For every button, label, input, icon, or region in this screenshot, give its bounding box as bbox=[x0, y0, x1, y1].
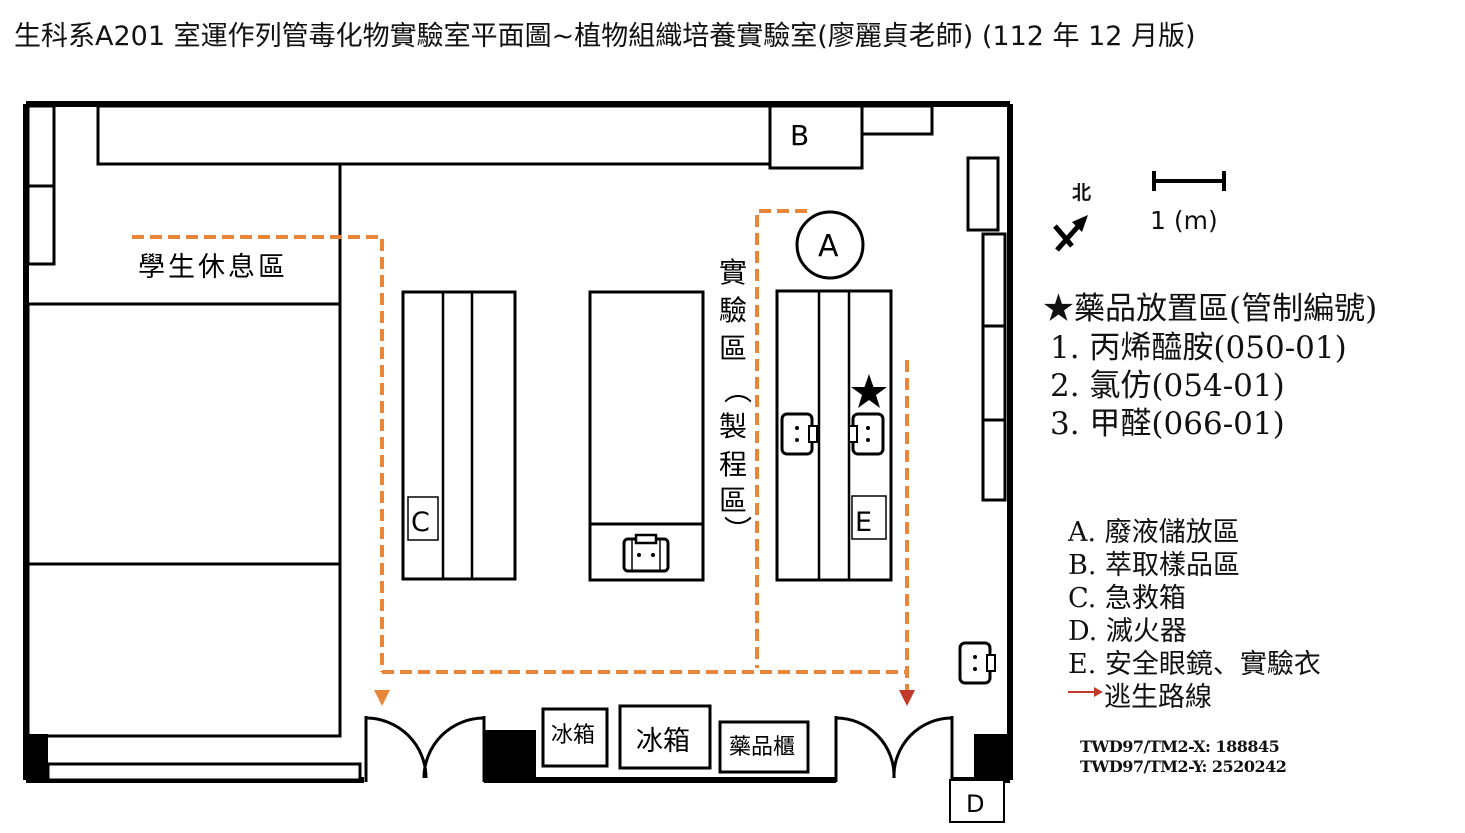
svg-text:製: 製 bbox=[719, 410, 747, 443]
right-shelf-top bbox=[966, 156, 1000, 232]
fridge-large-label: 冰箱 bbox=[636, 726, 690, 757]
chemical-cabinet-label: 藥品櫃 bbox=[729, 735, 795, 760]
coordinate-y: TWD97/TM2-Y: 2520242 bbox=[1080, 757, 1287, 776]
chemical-item: 1. 丙烯醯胺(050-01) bbox=[1050, 330, 1347, 366]
fridge-small bbox=[541, 707, 609, 768]
escape-legend-arrow bbox=[1068, 687, 1103, 697]
waste-storage-a bbox=[795, 210, 865, 280]
top-bench bbox=[96, 104, 772, 166]
chemical-legend-heading: ★藥品放置區(管制編號) bbox=[1043, 291, 1378, 327]
door-right bbox=[834, 716, 954, 782]
scale-label: 1 (m) bbox=[1150, 206, 1218, 235]
left-shelf-upper bbox=[26, 104, 56, 188]
escape-route bbox=[132, 209, 909, 690]
page-title: 生科系A201 室運作列管毒化物實驗室平面圖~植物組織培養實驗室(廖麗貞老師) … bbox=[14, 21, 1196, 52]
star-icon bbox=[851, 374, 887, 408]
north-label: 北 bbox=[1072, 182, 1092, 204]
marker-c: C bbox=[411, 507, 430, 538]
wall-block-mid bbox=[484, 730, 536, 780]
safety-gear-box bbox=[851, 495, 887, 540]
lounge-label: 學生休息區 bbox=[138, 252, 288, 283]
outlet-icon bbox=[780, 412, 818, 456]
outlet-icon bbox=[622, 533, 670, 573]
escape-arrow-left bbox=[374, 690, 390, 706]
key-item: E. 安全眼鏡、實驗衣 bbox=[1068, 649, 1321, 680]
key-item: C. 急救箱 bbox=[1068, 583, 1186, 614]
key-item: D. 滅火器 bbox=[1068, 616, 1187, 647]
right-shelf-long bbox=[981, 232, 1007, 502]
lab-bench-middle bbox=[588, 290, 705, 582]
chemical-cabinet bbox=[718, 720, 810, 774]
coordinate-x: TWD97/TM2-X: 188845 bbox=[1080, 737, 1280, 756]
key-item: A. 廢液儲放區 bbox=[1068, 517, 1240, 548]
marker-a: A bbox=[818, 229, 839, 264]
fridge-small-label: 冰箱 bbox=[551, 723, 595, 748]
extraction-bench-b bbox=[768, 104, 864, 170]
key-item: B. 萃取樣品區 bbox=[1068, 550, 1241, 581]
partition-cabinets bbox=[26, 302, 342, 738]
fire-extinguisher-d bbox=[949, 779, 1005, 823]
marker-d: D bbox=[966, 790, 984, 818]
bottom-left-bench bbox=[46, 762, 362, 782]
svg-text:區: 區 bbox=[719, 484, 747, 517]
marker-e: E bbox=[855, 507, 872, 538]
door-left bbox=[364, 716, 486, 782]
first-aid-box bbox=[407, 496, 439, 541]
left-shelf-lower bbox=[26, 184, 56, 266]
marker-b: B bbox=[790, 119, 809, 152]
svg-text:︶: ︶ bbox=[724, 514, 752, 547]
svg-text:區: 區 bbox=[719, 332, 747, 365]
scale-bar bbox=[1152, 171, 1226, 191]
chemical-item: 2. 氯仿(054-01) bbox=[1050, 368, 1285, 404]
fridge-large bbox=[618, 704, 712, 770]
chemical-item: 3. 甲醛(066-01) bbox=[1050, 406, 1285, 442]
key-item: 逃生路線 bbox=[1104, 682, 1212, 713]
wall-block-se bbox=[974, 734, 1010, 780]
svg-text:︵: ︵ bbox=[724, 374, 752, 407]
wall-block-sw bbox=[26, 734, 48, 780]
outlet-icon bbox=[848, 412, 885, 456]
lab-area-label: 實 驗 區 ︵ 製 程 區 ︶ bbox=[719, 256, 752, 547]
svg-text:驗: 驗 bbox=[719, 294, 747, 327]
svg-text:程: 程 bbox=[719, 448, 747, 481]
escape-arrow-right bbox=[899, 690, 915, 706]
outlet-icon bbox=[958, 641, 996, 685]
svg-text:實: 實 bbox=[719, 256, 747, 289]
